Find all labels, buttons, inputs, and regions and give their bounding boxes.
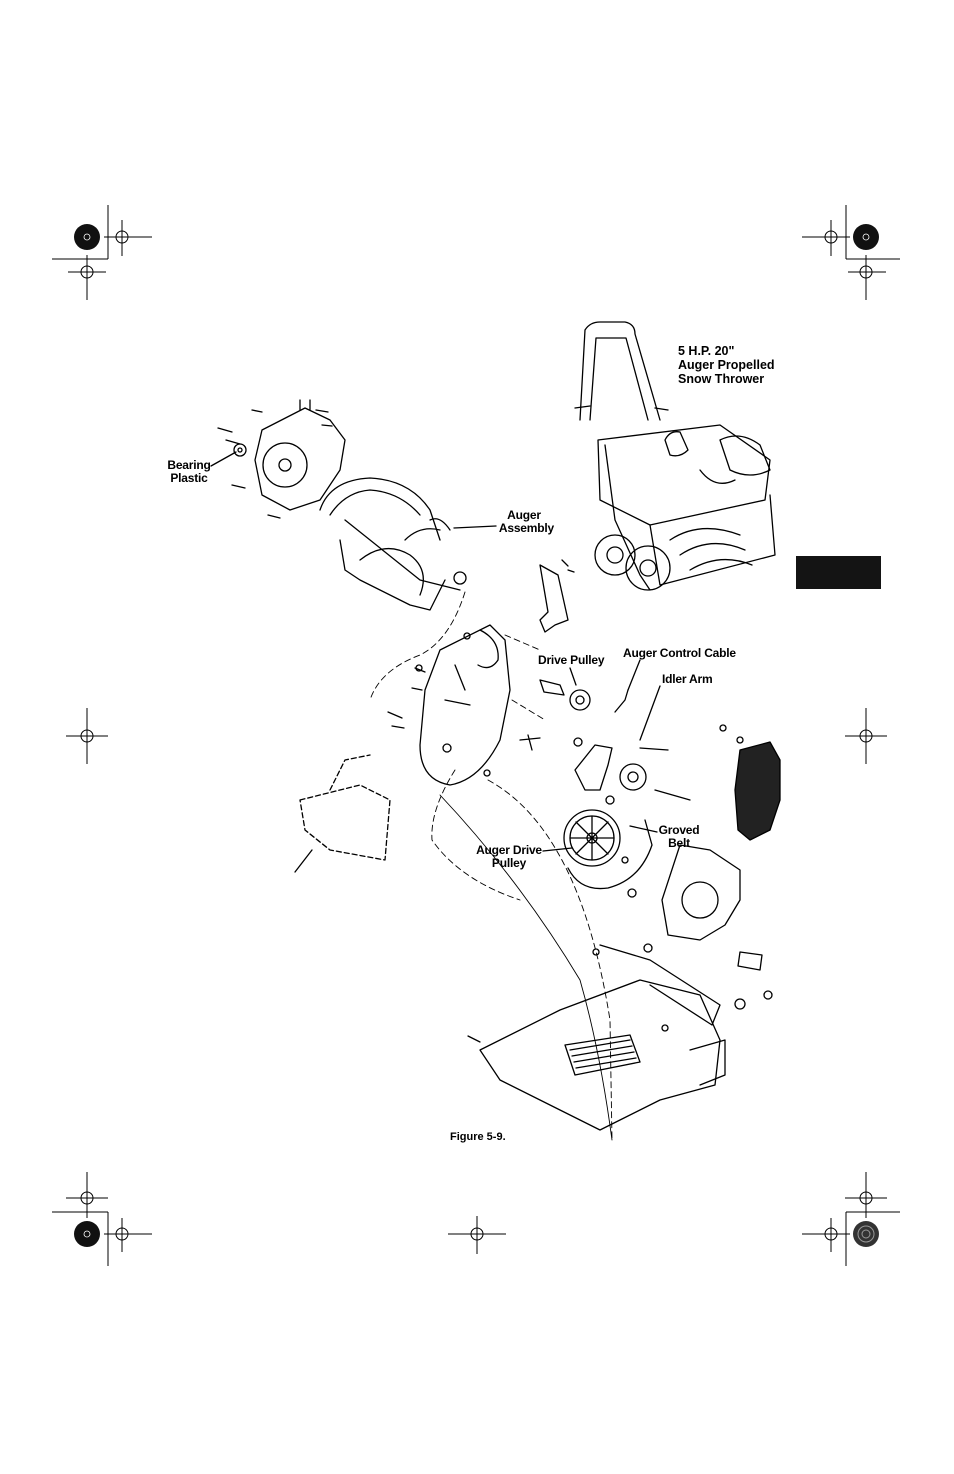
callout-drive-pulley: Drive Pulley [538, 654, 604, 667]
callout-auger-assembly-line-2: Assembly [494, 522, 554, 535]
model-title-line-1: 5 H.P. 20" [678, 344, 775, 358]
callout-auger-drive-pulley: Auger Drive Pulley [472, 844, 546, 870]
callout-idler-arm: Idler Arm [662, 673, 712, 686]
frame-section-illustration [300, 755, 390, 860]
mounting-bracket [540, 560, 574, 632]
callout-groved-belt: Groved Belt [656, 824, 702, 850]
model-title: 5 H.P. 20" Auger Propelled Snow Thrower [678, 344, 775, 386]
callout-auger-control-cable: Auger Control Cable [623, 647, 736, 660]
callout-bearing-plastic: Bearing Plastic [164, 459, 214, 485]
drive-pulley-illustration [540, 680, 590, 710]
lower-housing-illustration [468, 945, 762, 1130]
callout-auger-drive-pulley-line-2: Pulley [472, 857, 546, 870]
callout-auger-assembly: Auger Assembly [494, 509, 554, 535]
chute-shield-illustration [735, 742, 780, 840]
hardware-fasteners [416, 633, 772, 1031]
callout-groved-belt-line-2: Belt [656, 837, 702, 850]
idler-arm-illustration [520, 690, 690, 800]
model-title-line-3: Snow Thrower [678, 372, 775, 386]
figure-caption: Figure 5-9. [450, 1131, 506, 1143]
belt-cover-illustration [388, 625, 510, 785]
auger-drive-pulley-illustration [564, 810, 652, 889]
right-cover-illustration [662, 845, 740, 940]
callout-bearing-plastic-line-2: Plastic [164, 472, 214, 485]
side-plate-assembly [218, 400, 345, 518]
model-title-line-2: Auger Propelled [678, 358, 775, 372]
auger-assembly-illustration [320, 478, 466, 610]
